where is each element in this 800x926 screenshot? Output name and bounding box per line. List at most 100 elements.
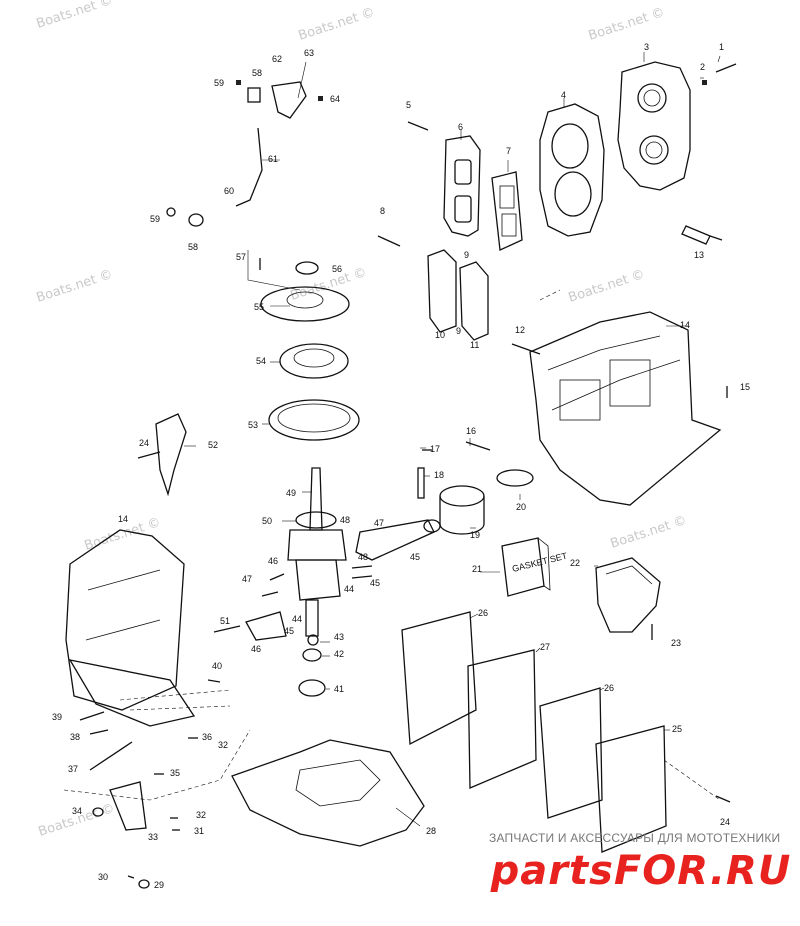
callout-63: 63	[304, 48, 314, 58]
callout-61: 61	[268, 154, 278, 164]
callout-39: 39	[52, 712, 62, 722]
callout-57: 57	[236, 252, 246, 262]
callout-14a: 14	[680, 320, 690, 330]
callout-48b: 48	[358, 552, 368, 562]
callout-46a: 46	[268, 556, 278, 566]
watermark-text: Boats.net ©	[35, 0, 115, 32]
water-cover-part	[595, 557, 661, 640]
callout-26a: 26	[478, 608, 488, 618]
callout-16: 16	[466, 426, 476, 436]
callout-layer: 1234567899101112131414151617181920212223…	[52, 42, 750, 890]
watermark-text: Boats.net ©	[35, 267, 115, 306]
callout-36: 36	[202, 732, 212, 742]
callout-11: 11	[470, 340, 479, 350]
callout-32a: 32	[196, 810, 206, 820]
callout-49: 49	[286, 488, 296, 498]
callout-45c: 45	[410, 552, 420, 562]
callout-47b: 47	[374, 518, 384, 528]
callout-59b: 59	[150, 214, 160, 224]
brand-logo-text: partsFOR.RU	[490, 848, 792, 892]
callout-3: 3	[644, 42, 649, 52]
leader-lines	[184, 52, 721, 827]
crankshaft-part	[213, 467, 441, 697]
callout-13: 13	[694, 250, 704, 260]
callout-10: 10	[435, 330, 445, 340]
watermark-text: Boats.net ©	[289, 265, 369, 304]
callout-5: 5	[406, 100, 411, 110]
callout-42: 42	[334, 649, 344, 659]
callout-21: 21	[472, 564, 482, 574]
callout-6: 6	[458, 122, 463, 132]
callout-59a: 59	[214, 78, 224, 88]
callout-9a: 9	[464, 250, 469, 260]
callout-50: 50	[262, 516, 272, 526]
piston-part	[417, 441, 534, 535]
crank-seal-stack-part	[259, 258, 360, 441]
side-cover-gasket-part	[401, 611, 731, 853]
callout-20: 20	[516, 502, 526, 512]
callout-18: 18	[434, 470, 444, 480]
transfer-cover-part	[427, 249, 489, 341]
callout-56: 56	[332, 264, 342, 274]
callout-47a: 47	[242, 574, 252, 584]
callout-38: 38	[70, 732, 80, 742]
callout-12: 12	[515, 325, 525, 335]
screw-part	[702, 63, 737, 85]
spark-plug-part	[681, 225, 723, 245]
brand-tagline: ЗАПЧАСТИ И АКСЕССУАРЫ ДЛЯ МОТОТЕХНИКИ	[489, 831, 781, 845]
lower-linkage-part	[63, 679, 251, 889]
callout-52: 52	[208, 440, 218, 450]
callout-27: 27	[540, 642, 550, 652]
crankcase-part	[65, 529, 231, 727]
base-gasket-part	[231, 739, 425, 847]
callout-46b: 46	[251, 644, 261, 654]
callout-48a: 48	[340, 515, 350, 525]
watermark-text: Boats.net ©	[567, 267, 647, 306]
callout-60: 60	[224, 186, 234, 196]
callout-14b: 14	[118, 514, 128, 524]
callout-24b: 24	[720, 817, 730, 827]
head-gasket-part	[539, 103, 605, 237]
callout-28: 28	[426, 826, 436, 836]
callout-24a: 24	[139, 438, 149, 448]
reed-plate-part	[443, 135, 523, 251]
callout-45a: 45	[370, 578, 380, 588]
callout-44b: 44	[344, 584, 354, 594]
callout-58a: 58	[252, 68, 262, 78]
callout-26b: 26	[604, 683, 614, 693]
callout-51: 51	[220, 616, 230, 626]
callout-58b: 58	[188, 242, 198, 252]
parts-linework	[63, 61, 737, 889]
callout-55: 55	[254, 302, 264, 312]
callout-53: 53	[248, 420, 258, 430]
callout-37: 37	[68, 764, 78, 774]
callout-44a: 44	[292, 614, 302, 624]
callout-30: 30	[98, 872, 108, 882]
linkage-part	[166, 80, 323, 227]
callout-35: 35	[170, 768, 180, 778]
callout-29: 29	[154, 880, 164, 890]
callout-15: 15	[740, 382, 750, 392]
cylinder-block-part	[529, 289, 722, 506]
callout-64: 64	[330, 94, 340, 104]
callout-7: 7	[506, 146, 511, 156]
callout-17: 17	[430, 444, 440, 454]
callout-62: 62	[272, 54, 282, 64]
brand-logo[interactable]: partsFOR.RU	[487, 846, 795, 892]
callout-45b: 45	[284, 626, 294, 636]
callout-33: 33	[148, 832, 158, 842]
callout-41: 41	[334, 684, 344, 694]
callout-31: 31	[194, 826, 204, 836]
watermark-text: Boats.net ©	[587, 5, 667, 44]
callout-9b: 9	[456, 326, 461, 336]
gasket-set-box-part	[501, 537, 551, 597]
callout-43: 43	[334, 632, 344, 642]
bracket-part	[137, 413, 187, 497]
callout-34: 34	[72, 806, 82, 816]
cylinder-head-part	[617, 61, 691, 191]
callout-19: 19	[470, 530, 480, 540]
callout-40: 40	[212, 661, 222, 671]
callout-2: 2	[700, 62, 705, 72]
